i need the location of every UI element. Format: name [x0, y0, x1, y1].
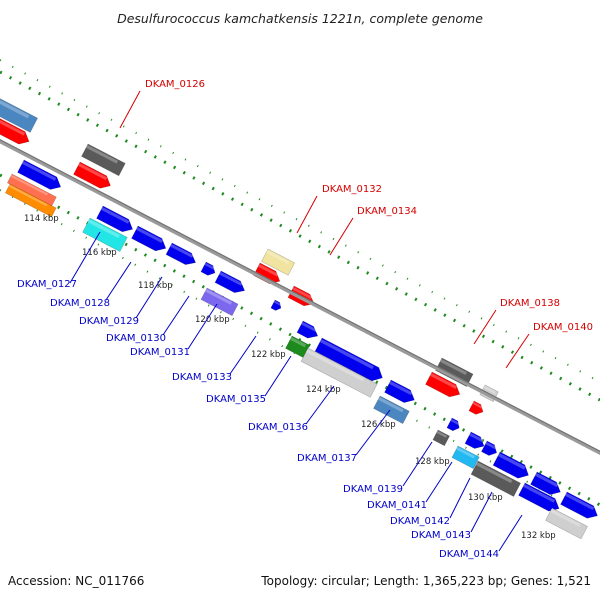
svg-text:DKAM_0130: DKAM_0130: [106, 333, 166, 344]
svg-text:DKAM_0144: DKAM_0144: [439, 549, 499, 560]
svg-text:DKAM_0129: DKAM_0129: [79, 316, 139, 327]
gene-feature: [446, 417, 460, 432]
gene-label: DKAM_0135: [206, 355, 292, 405]
gene-feature: [314, 337, 383, 382]
gene-features: [0, 95, 598, 540]
map-title: Desulfurococcus kamchatkensis 1221n, com…: [117, 11, 483, 26]
svg-text:DKAM_0140: DKAM_0140: [533, 322, 593, 333]
svg-text:DKAM_0127: DKAM_0127: [17, 279, 77, 290]
gene-feature: [425, 371, 461, 398]
gene-label: DKAM_0134: [329, 206, 417, 256]
gene-feature: [464, 431, 485, 449]
gene-feature: [96, 205, 134, 233]
tick-label: 124 kbp: [306, 385, 341, 395]
gene-feature: [4, 183, 57, 218]
gene-feature: [131, 225, 167, 252]
tick-label: 118 kbp: [138, 281, 173, 291]
svg-text:DKAM_0132: DKAM_0132: [322, 184, 382, 195]
gene-label: DKAM_0136: [248, 385, 335, 433]
gene-feature: [82, 217, 128, 252]
svg-text:DKAM_0128: DKAM_0128: [50, 298, 110, 309]
genome-backbone: [0, 138, 600, 456]
gene-feature: [384, 379, 415, 403]
tick-label: 116 kbp: [82, 248, 117, 258]
svg-text:DKAM_0139: DKAM_0139: [343, 484, 403, 495]
gene-feature: [481, 440, 498, 456]
gene-label: DKAM_0127: [17, 231, 101, 290]
gene-label: DKAM_0130: [106, 295, 190, 344]
gene-feature: [0, 95, 39, 133]
gene-label: DKAM_0128: [50, 261, 132, 309]
svg-text:DKAM_0134: DKAM_0134: [357, 206, 417, 217]
svg-text:DKAM_0141: DKAM_0141: [367, 500, 427, 511]
svg-text:DKAM_0133: DKAM_0133: [172, 372, 232, 383]
gene-feature: [270, 299, 282, 311]
gene-feature: [200, 261, 216, 276]
gene-label: DKAM_0126: [119, 79, 205, 129]
tick-label: 132 kbp: [521, 531, 556, 541]
gene-labels: DKAM_0126DKAM_0132DKAM_0134DKAM_0138DKAM…: [17, 79, 593, 560]
gene-feature: [530, 471, 561, 495]
gene-label: DKAM_0129: [79, 276, 163, 327]
svg-text:DKAM_0126: DKAM_0126: [145, 79, 205, 90]
svg-text:DKAM_0142: DKAM_0142: [390, 516, 450, 527]
gene-feature: [81, 143, 126, 177]
accession-text: Accession: NC_011766: [8, 574, 144, 588]
gene-feature: [17, 159, 62, 190]
gene-label: DKAM_0131: [130, 303, 218, 358]
tick-label: 128 kbp: [415, 457, 450, 467]
svg-text:DKAM_0143: DKAM_0143: [411, 530, 471, 541]
gene-feature: [560, 491, 598, 519]
gene-label: DKAM_0140: [505, 322, 593, 369]
gene-feature: [214, 270, 246, 293]
svg-text:DKAM_0135: DKAM_0135: [206, 394, 266, 405]
gc-content-dots: [0, 59, 600, 523]
tick-label: 120 kbp: [195, 315, 230, 325]
gene-feature: [492, 451, 529, 479]
gene-label: DKAM_0139: [343, 441, 433, 495]
tick-label: 130 kbp: [468, 493, 503, 503]
gene-feature: [0, 115, 30, 145]
gene-feature: [296, 320, 319, 339]
gene-feature: [545, 507, 588, 540]
gene-label: DKAM_0141: [367, 461, 453, 511]
gene-feature: [468, 400, 484, 415]
svg-text:DKAM_0137: DKAM_0137: [297, 453, 357, 464]
gene-feature: [165, 242, 197, 265]
gene-feature: [451, 445, 480, 470]
svg-text:DKAM_0138: DKAM_0138: [500, 298, 560, 309]
gene-feature: [300, 347, 378, 398]
tick-label: 122 kbp: [251, 350, 286, 360]
gene-label: DKAM_0137: [297, 409, 391, 464]
gene-feature: [261, 248, 296, 276]
gene-label: DKAM_0142: [390, 477, 471, 527]
gene-feature: [432, 429, 450, 447]
gene-label: DKAM_0133: [172, 335, 257, 383]
genome-summary-text: Topology: circular; Length: 1,365,223 bp…: [260, 574, 591, 588]
gene-label: DKAM_0143: [411, 491, 493, 541]
svg-text:DKAM_0131: DKAM_0131: [130, 347, 190, 358]
gene-label: DKAM_0138: [473, 298, 560, 345]
gene-feature: [373, 395, 410, 425]
gene-label: DKAM_0144: [439, 514, 523, 560]
gene-label: DKAM_0132: [296, 184, 382, 234]
gene-feature: [73, 161, 111, 189]
gene-feature: [470, 460, 522, 497]
gene-feature: [200, 287, 239, 317]
svg-text:DKAM_0136: DKAM_0136: [248, 422, 308, 433]
tick-label: 114 kbp: [24, 214, 59, 224]
